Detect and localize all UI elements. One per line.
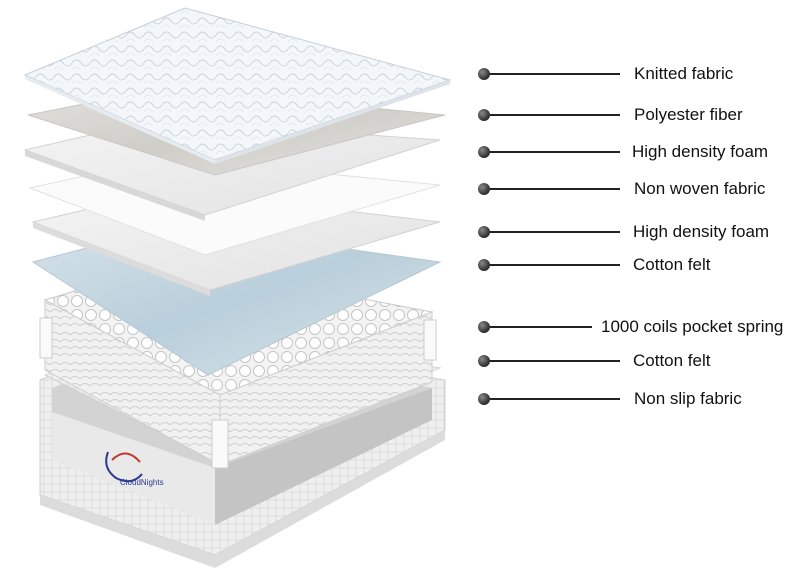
- callout-bullet: [478, 68, 490, 80]
- callout-leader-line: [490, 264, 620, 266]
- brand-logo: CloudNights: [105, 451, 164, 487]
- callout-bullet: [478, 226, 490, 238]
- layer-label: Cotton felt: [633, 255, 711, 274]
- callout-bullet: [478, 393, 490, 405]
- callout-bullet: [478, 259, 490, 271]
- knitted-fabric-top-layer: [23, 7, 452, 164]
- layer-label: Non slip fabric: [634, 389, 742, 408]
- callout-leader-line: [490, 360, 620, 362]
- callout-bullet: [478, 109, 490, 121]
- callout-leader-line: [490, 231, 620, 233]
- layer-label: High density foam: [633, 222, 770, 241]
- callout-bullet: [478, 183, 490, 195]
- callout-bullet: [478, 355, 490, 367]
- callout-leader-line: [490, 151, 620, 153]
- layer-label: Cotton felt: [633, 351, 711, 370]
- layer-label: 1000 coils pocket spring: [601, 317, 784, 336]
- callout-bullet: [478, 321, 490, 333]
- callout-leader-line: [490, 188, 620, 190]
- callout-leader-line: [490, 73, 620, 75]
- callout-leader-line: [490, 398, 620, 400]
- callout-leader-line: [490, 114, 620, 116]
- layer-label: Non woven fabric: [634, 179, 766, 198]
- layer-label: Polyester fiber: [634, 105, 743, 124]
- layer-label: Knitted fabric: [634, 64, 734, 83]
- callout-leader-line: [490, 326, 592, 328]
- callout-bullet: [478, 146, 490, 158]
- brand-logo-text: CloudNights: [120, 478, 164, 487]
- layer-label: High density foam: [632, 142, 769, 161]
